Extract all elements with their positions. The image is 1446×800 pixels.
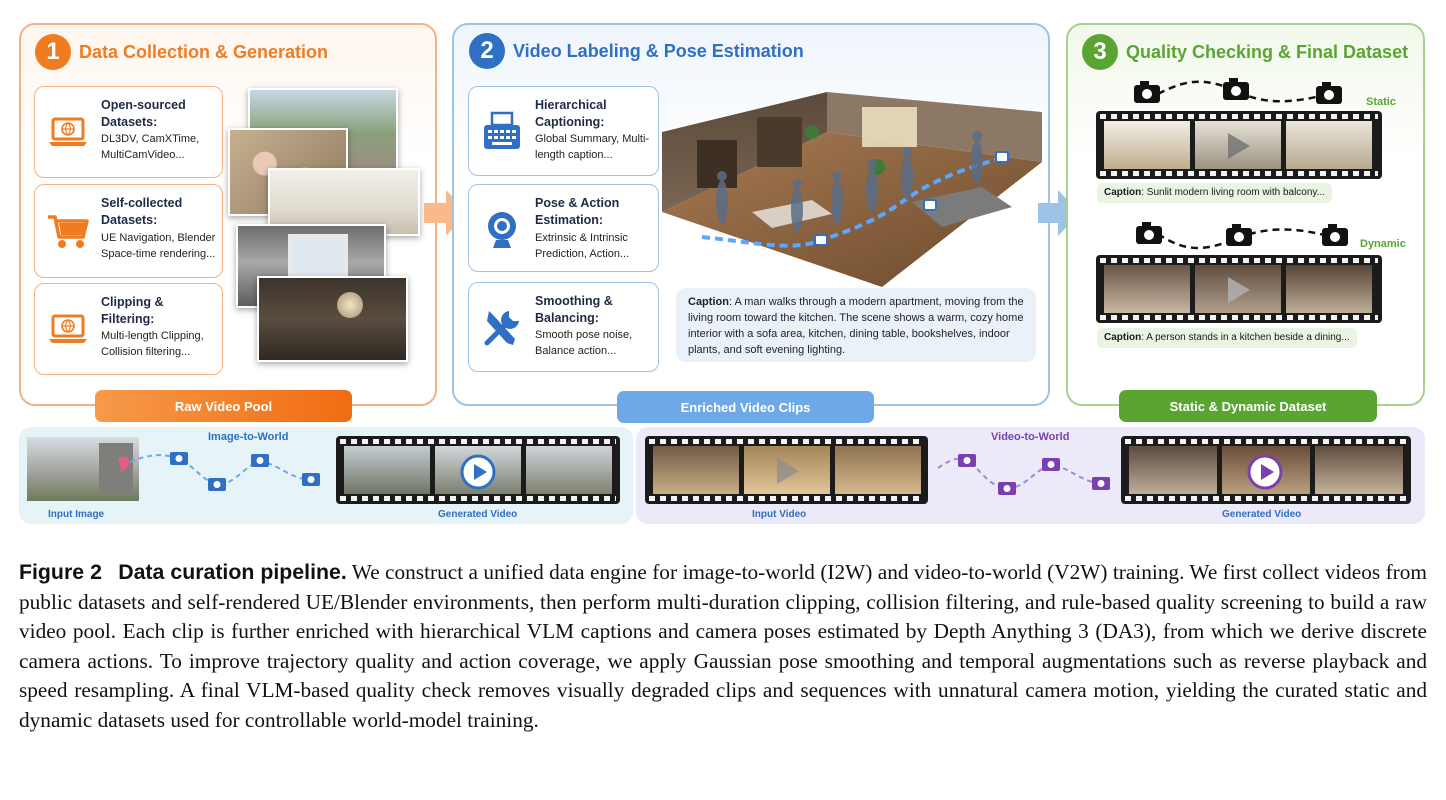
step-2-badge: 2 [469,33,505,69]
image-to-world-camera-path [118,452,320,491]
caption-label: Caption [1104,332,1142,343]
video-to-world-camera-path [937,454,1110,495]
wheelbarrow-icon [48,215,89,248]
raw-video-pool-pill: Raw Video Pool [95,390,352,422]
static-film-strip [1096,111,1382,179]
dynamic-camera-trajectory [1136,222,1348,250]
arrow-right-icon [1038,190,1080,236]
pose-action-estimation-card: Pose & Action Estimation: Extrinsic & In… [468,184,659,272]
card-body: Extrinsic & Intrinsic Prediction, Action… [535,232,630,260]
caption-text: : A man walks through a modern apartment… [688,296,1024,356]
data-collection-title: Data Collection & Generation [79,42,329,62]
play-icon[interactable] [1247,454,1283,490]
step-1-badge: 1 [35,34,71,70]
dynamic-film-strip [1096,255,1382,323]
dim-room-photo [257,276,408,362]
caption-text: : Sunlit modern living room with balcony… [1141,187,1326,198]
card-title: Hierarchical Captioning: [535,98,607,129]
open-sourced-datasets-card: Open-sourced Datasets: DL3DV, CamXTime, … [34,86,223,178]
video-labeling-title: Video Labeling & Pose Estimation [513,41,804,61]
play-icon[interactable] [460,454,496,490]
card-title: Smoothing & Balancing: [535,294,613,325]
quality-checking-title: Quality Checking & Final Dataset [1126,42,1409,62]
input-image-label: Input Image [48,509,105,520]
caption-label: Caption [688,296,729,308]
figure-text: We construct a unified data engine for i… [19,560,1427,732]
generated-video-label: Generated Video [1222,509,1302,520]
card-body: Multi-length Clipping, Collision filteri… [101,330,204,358]
laptop-globe-icon [49,117,87,146]
video-to-world-title: Video-to-World [991,431,1070,443]
caption-text: : A person stands in a kitchen beside a … [1141,332,1350,343]
webcam-icon [488,212,516,248]
generated-video-label: Generated Video [438,509,518,520]
scene-caption-box: Caption: A man walks through a modern ap… [676,288,1036,362]
apartment-scene-illustration [662,92,1042,287]
static-label: Static [1366,96,1396,108]
smoothing-balancing-card: Smoothing & Balancing: Smooth pose noise… [468,282,659,372]
typewriter-icon [484,111,520,149]
clipping-filtering-card: Clipping & Filtering: Multi-length Clipp… [34,283,223,375]
figure-caption: Figure 2 Data curation pipeline. We cons… [19,558,1427,735]
card-title: Clipping & Filtering: [101,295,164,326]
caption-label: Caption [1104,187,1142,198]
card-title: Open-sourced Datasets: [101,98,186,129]
self-collected-datasets-card: Self-collected Datasets: UE Navigation, … [34,184,223,278]
step-3-badge: 3 [1082,34,1118,70]
dynamic-caption: Caption: A person stands in a kitchen be… [1097,328,1357,348]
input-video-film-strip [645,436,928,504]
card-body: Smooth pose noise, Balance action... [535,329,633,357]
card-title: Pose & Action Estimation: [535,196,620,227]
laptop-globe-icon [49,314,87,343]
dynamic-label: Dynamic [1360,238,1406,250]
card-body: Global Summary, Multi-length caption... [535,133,650,161]
static-dynamic-dataset-pill: Static & Dynamic Dataset [1119,390,1377,422]
enriched-video-clips-pill: Enriched Video Clips [617,391,874,423]
figure-label: Figure 2 [19,560,102,584]
tools-icon [484,311,519,346]
hierarchical-captioning-card: Hierarchical Captioning: Global Summary,… [468,86,659,176]
figure-title: Data curation pipeline. [118,560,347,584]
static-camera-trajectory [1134,78,1342,104]
input-image [27,437,139,501]
card-body: UE Navigation, Blender Space-time render… [101,232,216,260]
card-title: Self-collected Datasets: [101,196,183,227]
image-to-world-title: Image-to-World [208,431,289,443]
card-body: DL3DV, CamXTime, MultiCamVideo... [101,133,200,161]
input-video-label: Input Video [752,509,807,520]
static-caption: Caption: Sunlit modern living room with … [1097,183,1333,203]
